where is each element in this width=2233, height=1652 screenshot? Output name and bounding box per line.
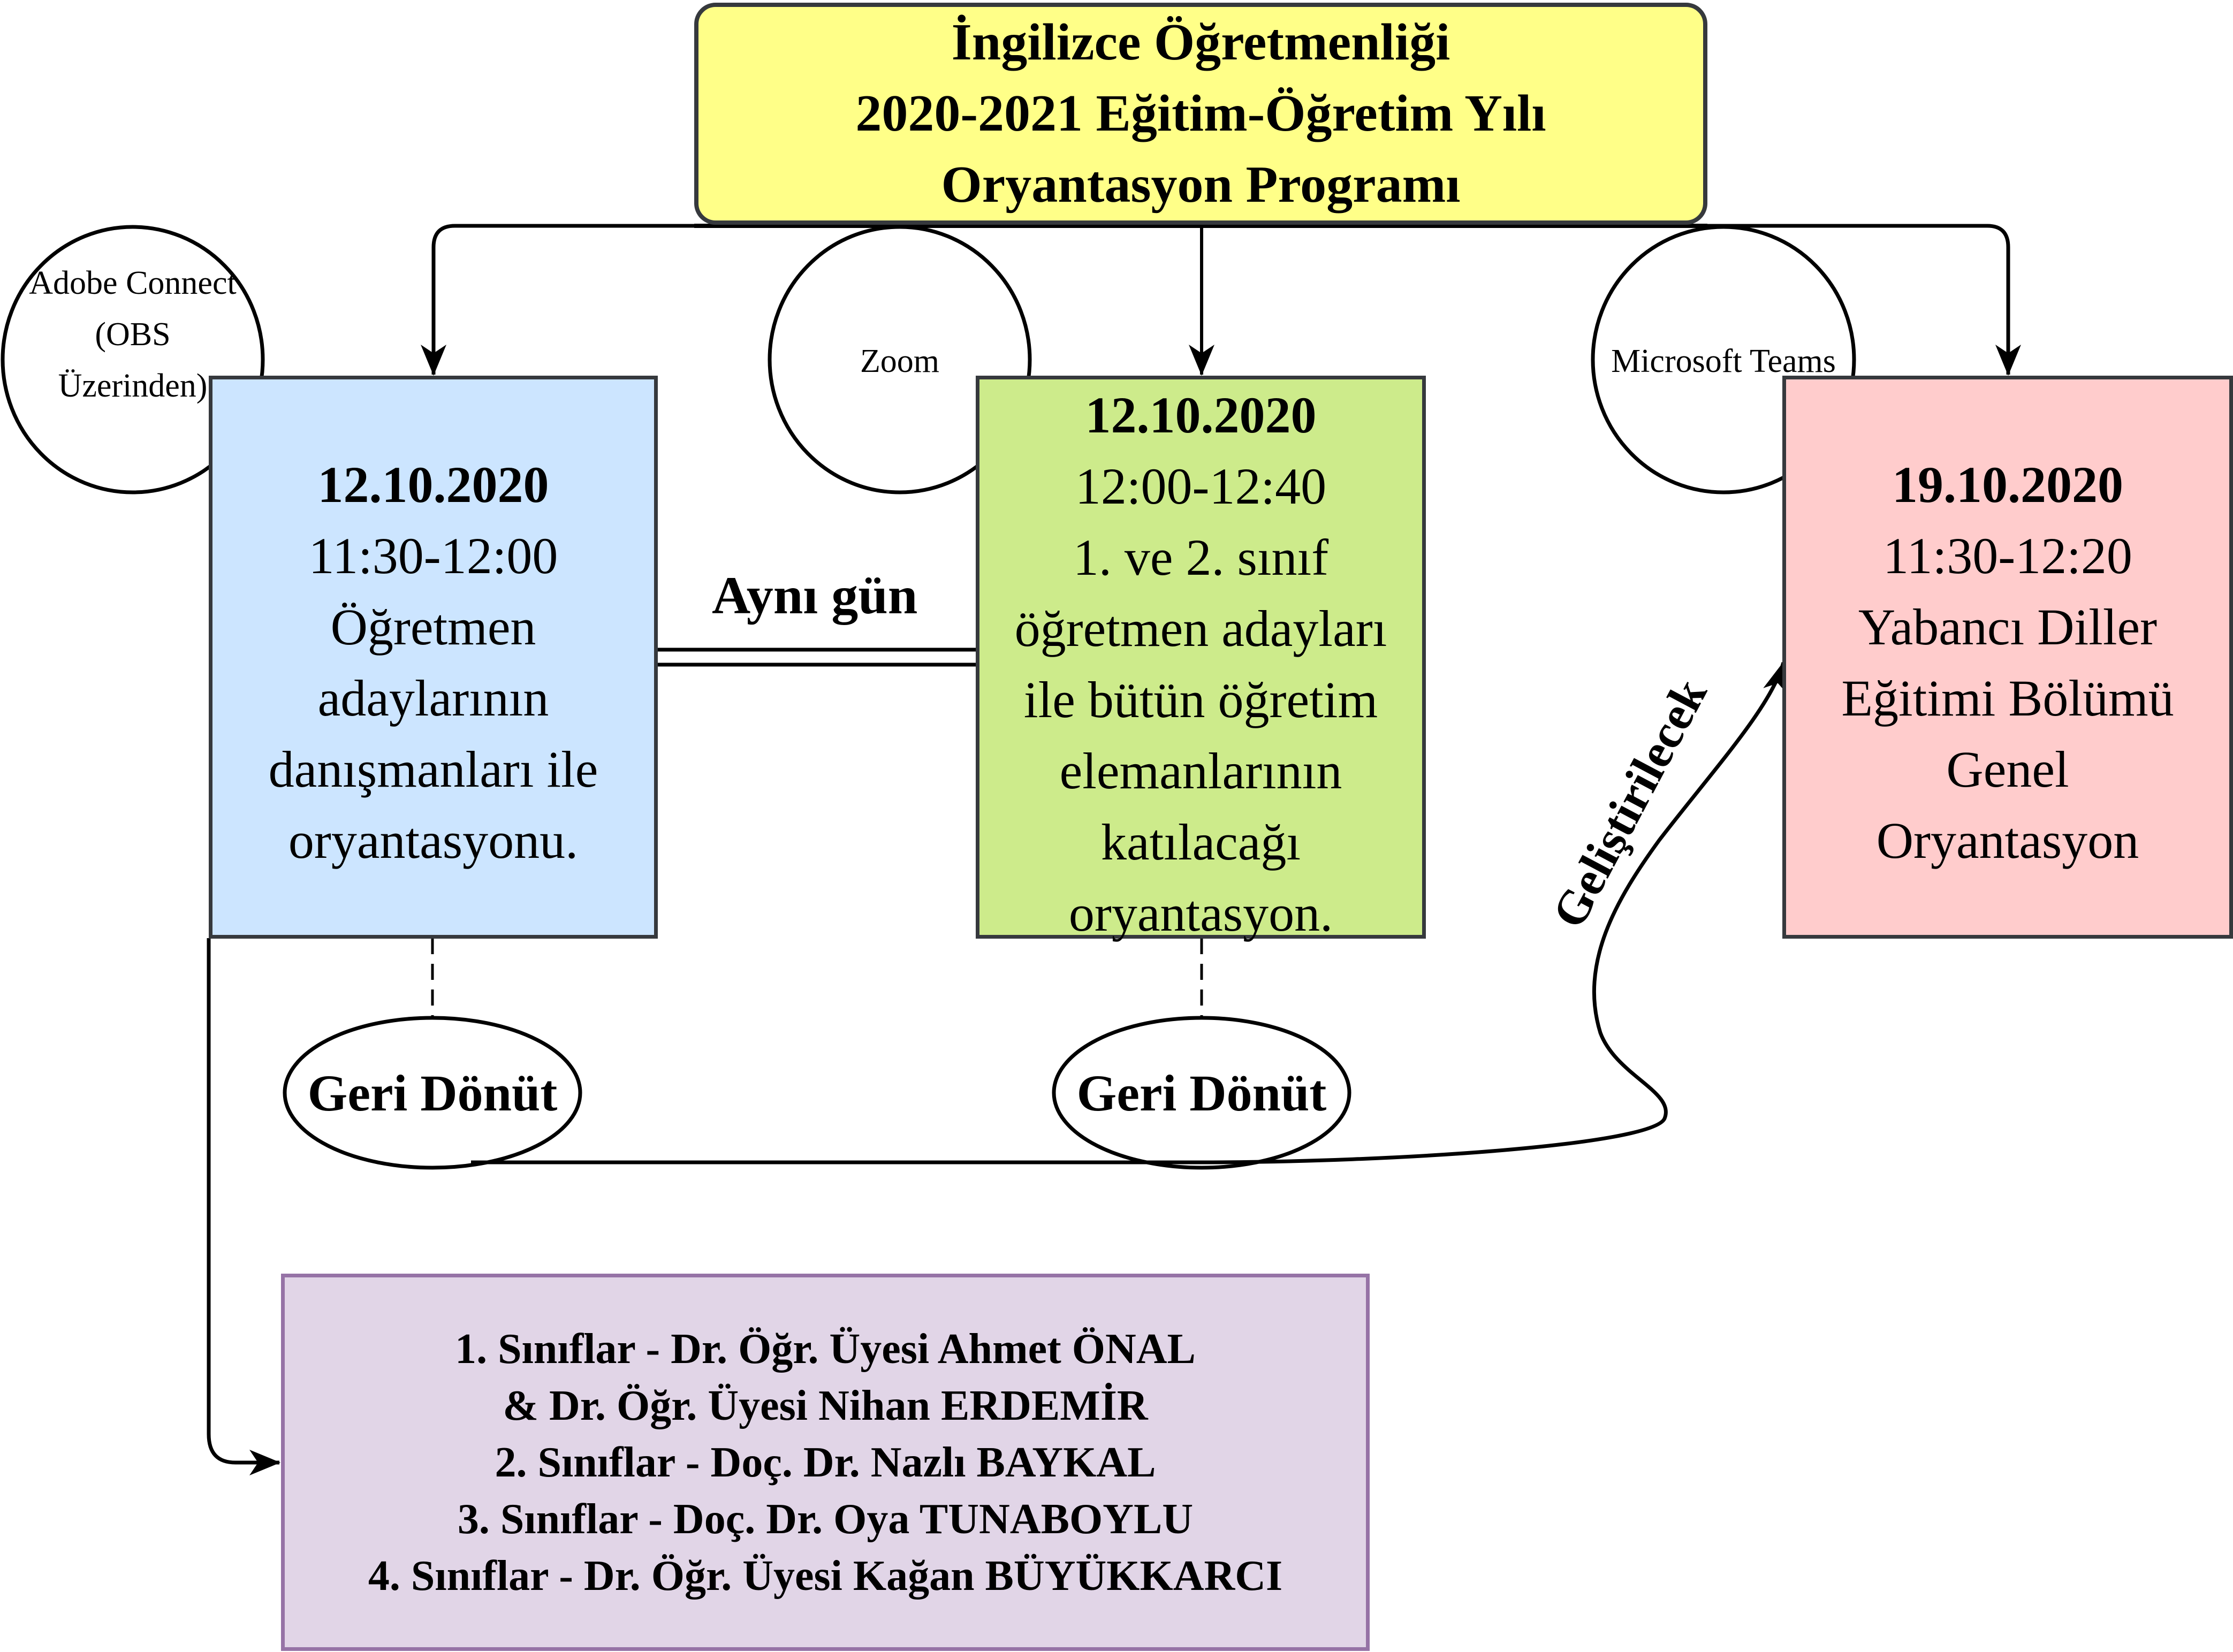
- feedback-label-1: Geri Dönüt: [307, 1064, 558, 1122]
- session-3-date: 19.10.2020: [1892, 456, 2123, 513]
- session-box-1: 12.10.2020 11:30-12:00 Öğretmen adayları…: [209, 376, 658, 939]
- same-day-label: Aynı gün: [712, 566, 918, 625]
- platform-ellipse-adobe: [1, 225, 265, 494]
- session-1-date: 12.10.2020: [317, 456, 549, 513]
- session-2-desc-3: ile bütün öğretim: [1023, 671, 1378, 728]
- session-2-desc-2: öğretmen adayları: [1014, 600, 1387, 657]
- session-2-desc-4: elemanlarının: [1059, 742, 1342, 800]
- feedback-label-2: Geri Dönüt: [1076, 1064, 1327, 1122]
- connector-improve-curve: [471, 661, 1788, 1164]
- advisor-line-2: & Dr. Öğr. Üyesi Nihan ERDEMİR: [503, 1382, 1148, 1429]
- session-2-date: 12.10.2020: [1085, 386, 1317, 444]
- session-3-desc-3: Genel: [1946, 741, 2069, 798]
- advisor-line-3: 2. Sınıflar - Doç. Dr. Nazlı BAYKAL: [495, 1438, 1156, 1486]
- session-3-desc-1: Yabancı Diller: [1858, 598, 2158, 656]
- session-2-time: 12:00-12:40: [1075, 458, 1327, 515]
- platform-label-teams: Microsoft Teams: [1611, 343, 1836, 379]
- session-3-desc-2: Eğitimi Bölümü: [1841, 669, 2174, 727]
- connector-title-to-session-3: [1707, 224, 2021, 376]
- platform-adobe-line-3: Üzerinden): [58, 368, 208, 404]
- advisor-line-4: 3. Sınıflar - Doç. Dr. Oya TUNABOYLU: [457, 1495, 1194, 1543]
- session-2-desc-1: 1. ve 2. sınıf: [1073, 529, 1329, 586]
- advisor-line-1: 1. Sınıflar - Dr. Öğr. Üyesi Ahmet ÖNAL: [455, 1325, 1196, 1373]
- title-line-2: 2020-2021 Eğitim-Öğretim Yılı: [855, 85, 1546, 142]
- session-1-desc-1: Öğretmen: [330, 598, 536, 656]
- session-2-desc-5: katılacağı: [1100, 813, 1301, 871]
- session-2-desc-6: oryantasyon.: [1068, 885, 1333, 942]
- session-3-desc-4: Oryantasyon: [1876, 812, 2139, 869]
- platform-label-adobe: Adobe Connect (OBS Üzerinden): [3, 227, 263, 441]
- session-1-desc-4: oryantasyonu.: [288, 812, 579, 869]
- platform-adobe-line-2: (OBS: [95, 316, 171, 353]
- platform-adobe-line-1: Adobe Connect: [29, 265, 237, 301]
- session-box-2: 12.10.2020 12:00-12:40 1. ve 2. sınıf öğ…: [976, 376, 1426, 942]
- advisor-line-5: 4. Sınıflar - Dr. Öğr. Üyesi Kağan BÜYÜK…: [368, 1552, 1283, 1600]
- connector-title-to-session-1: [421, 224, 696, 376]
- platform-ellipse-zoom: [768, 225, 1032, 494]
- feedback-ellipse-1: [283, 1016, 582, 1170]
- program-title-box: İngilizce Öğretmenliği 2020-2021 Eğitim-…: [694, 3, 1707, 225]
- session-1-desc-3: danışmanları ile: [268, 741, 598, 798]
- feedback-ellipse-2: [1052, 1016, 1351, 1170]
- session-box-3: 19.10.2020 11:30-12:20 Yabancı Diller Eğ…: [1782, 376, 2233, 939]
- session-1-time: 11:30-12:00: [308, 527, 558, 584]
- platform-label-zoom: Zoom: [860, 343, 940, 379]
- title-line-3: Oryantasyon Programı: [941, 156, 1461, 214]
- advisors-box: 1. Sınıflar - Dr. Öğr. Üyesi Ahmet ÖNAL …: [281, 1274, 1370, 1651]
- title-line-1: İngilizce Öğretmenliği: [951, 13, 1450, 71]
- session-3-time: 11:30-12:20: [1883, 527, 2132, 584]
- connector-session-1-to-advisors: [207, 938, 280, 1475]
- session-1-desc-2: adaylarının: [317, 669, 549, 727]
